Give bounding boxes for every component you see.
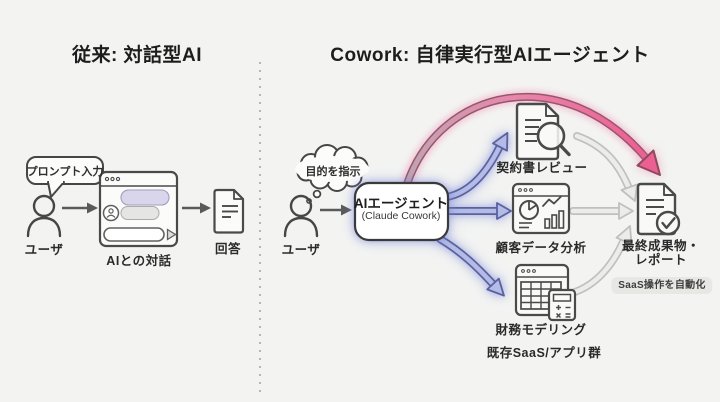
answer-label: 回答	[214, 242, 242, 256]
task-contract-label: 契約書レビュー	[496, 161, 588, 175]
user-left-icon	[26, 194, 62, 238]
flow-arrow-user-to-agent	[320, 204, 352, 216]
output-label-line2: レポート	[634, 252, 688, 267]
flow-arrow-modeling-to-output	[568, 225, 633, 297]
user-right-label: ユーザ	[281, 243, 321, 257]
output-label-line1: 最終成果物・	[621, 239, 701, 253]
final-report-icon	[636, 182, 681, 236]
right-panel-title: Cowork: 自律実行型AIエージェント	[330, 45, 650, 66]
financial-modeling-icon	[514, 263, 577, 322]
flow-arrow-agent-to-modeling	[436, 235, 505, 297]
user-right-icon	[283, 194, 319, 238]
magnifier-icon	[536, 121, 566, 151]
prompt-speech-bubble	[26, 156, 104, 198]
calculator-icon	[547, 288, 577, 322]
agent-box-subtitle: (Claude Cowork)	[361, 210, 441, 222]
apps-group-label: 既存SaaS/アプリ群	[486, 346, 602, 360]
send-icon	[166, 228, 177, 241]
flow-arrow-contract-to-output	[573, 132, 638, 202]
flow-arrow-user-to-chat	[62, 202, 98, 214]
user-left-label: ユーザ	[24, 243, 64, 257]
flow-arrow-agent-to-analysis	[445, 202, 512, 220]
chat-window-icon	[98, 170, 179, 248]
saas-badge-wrap: SaaS操作を自動化	[611, 275, 713, 294]
saas-automation-badge: SaaS操作を自動化	[611, 277, 713, 294]
task-modeling-label: 財務モデリング	[495, 323, 587, 337]
agent-box-title: AIエージェント	[353, 196, 449, 211]
check-circle-icon	[655, 210, 681, 236]
output-label: 最終成果物・ レポート	[621, 239, 701, 267]
thought-bubble-label: 目的を指示	[305, 166, 361, 178]
left-panel-title: 従来: 対話型AI	[71, 45, 203, 66]
agent-box	[353, 181, 450, 242]
contract-review-icon	[515, 102, 571, 161]
chat-label: AIとの対話	[106, 254, 172, 268]
flow-arrow-agent-to-contract	[443, 131, 509, 201]
flow-arc-agent-to-output	[400, 90, 661, 187]
flow-arrow-chat-to-answer	[182, 202, 211, 214]
thought-cloud-icon	[295, 144, 369, 204]
flow-arrow-analysis-to-output	[569, 202, 634, 220]
prompt-bubble-label: プロンプト入力	[26, 166, 104, 178]
data-analysis-icon	[511, 182, 571, 235]
task-analysis-label: 顧客データ分析	[495, 241, 587, 255]
answer-document-icon	[213, 188, 245, 234]
